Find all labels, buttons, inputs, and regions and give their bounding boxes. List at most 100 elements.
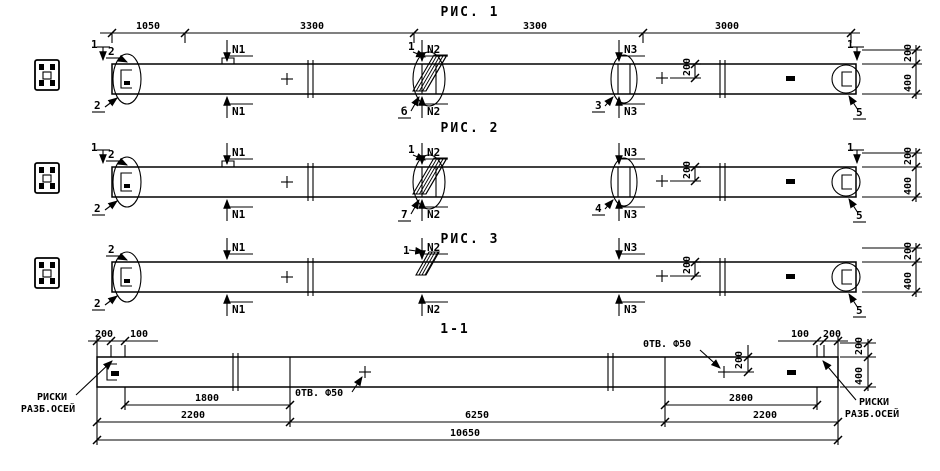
break-marks [307, 258, 726, 296]
cut-marker-left: 1 [91, 141, 110, 165]
dim-label: 200 [823, 329, 841, 340]
dim-label: 200 [682, 58, 693, 76]
cut-marker-left: 1 [91, 38, 110, 62]
detail-label-n3: 3 [592, 96, 614, 113]
hole-label-right: 0ТВ. Ф50 [643, 339, 721, 369]
marker-label: N2 [427, 303, 440, 316]
detail-label: 1 [403, 244, 410, 257]
right-edge-dimensions: 200 400 [862, 242, 922, 297]
section-marker-n3-bottom: N3 [615, 95, 645, 118]
dim-label: 200 [854, 337, 865, 355]
dim-label: 100 [791, 329, 809, 340]
marker-label: N3 [624, 303, 637, 316]
figure-title: РИС. 1 [441, 5, 500, 20]
detail-label-end: 5 [848, 95, 866, 120]
hole-dimension: 200 [655, 256, 701, 283]
figure-title: РИС. 3 [441, 232, 500, 247]
marker-label: N2 [427, 105, 440, 118]
hole-label: 0ТВ. Ф50 [295, 388, 343, 399]
detail-label: 5 [856, 209, 863, 222]
section-marker-n3-top: N3 [615, 238, 645, 261]
marker-label: N2 [427, 43, 440, 56]
marker-label: N3 [624, 241, 637, 254]
hole-depth-dimension: 200 [730, 345, 754, 377]
section-marker-n1-bottom: N1 [223, 293, 253, 316]
beam-outline [111, 166, 857, 198]
figure-2: РИС. 2 1 2 N1 N2 N3 [34, 121, 922, 223]
section-title: 1-1 [440, 322, 469, 337]
dim-label: 1050 [136, 21, 160, 32]
section-marker-n2-bottom: N2 [418, 95, 448, 118]
joint-detail-oval [610, 54, 638, 104]
beam-outline [111, 63, 857, 95]
figure-3: РИС. 3 2 N1 N2 N3 1 [34, 232, 922, 318]
detail-marker-2-bottom: 2 [92, 295, 118, 311]
section-marker-n3-top: N3 [615, 143, 645, 166]
detail-marker-1: 1 [408, 40, 427, 58]
section-marker-n2-bottom: N2 [418, 293, 448, 316]
detail-marker-1: 1 [408, 143, 427, 161]
embed-plate [111, 371, 119, 376]
axis-marks-label: РАЗБ.ОСЕЙ [21, 402, 75, 415]
marker-label: N1 [232, 303, 246, 316]
joint-detail-hatched [415, 251, 440, 276]
cut-label: 1 [91, 141, 98, 154]
detail-label: 2 [94, 297, 101, 310]
embed-plate [786, 274, 795, 279]
detail-label: 1 [408, 40, 415, 53]
dim-label: 6250 [465, 410, 489, 421]
section-marker-n1-top: N1 [223, 40, 253, 63]
detail-marker-2-top: 2 [106, 148, 128, 166]
notch [221, 160, 235, 167]
axis-cross [280, 72, 294, 86]
dim-label: 200 [682, 256, 693, 274]
joint-lines [232, 353, 666, 391]
embed-plate [787, 370, 796, 375]
marker-label: N2 [427, 208, 440, 221]
embed-plate [786, 179, 795, 184]
dim-label: 1800 [195, 393, 219, 404]
detail-marker-2-bottom: 2 [92, 97, 118, 113]
beam-outline [111, 261, 857, 293]
dim-label: 200 [903, 147, 914, 165]
notch [221, 57, 235, 64]
marker-label: N1 [232, 241, 246, 254]
bottom-dimensions: 1800 2800 2200 6250 2200 10650 [92, 387, 843, 445]
column-cross-section-icon [34, 59, 60, 91]
dim-label: 10650 [450, 428, 480, 439]
detail-label: 2 [94, 99, 101, 112]
figure-1: РИС. 1 1050 3300 3300 3000 1 2 [34, 5, 922, 120]
cut-label: 1 [91, 38, 98, 51]
detail-label-n3: 4 [592, 199, 614, 216]
axis-marks-label: РАЗБ.ОСЕЙ [845, 407, 899, 420]
cut-marker-right: 1 [847, 141, 864, 165]
right-edge-dimensions: 200 400 [862, 44, 922, 99]
marker-label: N1 [232, 208, 246, 221]
top-left-dimensions: 200 100 [88, 329, 158, 357]
dim-label: 200 [95, 329, 113, 340]
dim-label: 200 [734, 351, 745, 369]
marker-label: N3 [624, 43, 637, 56]
embed-plate [786, 76, 795, 81]
section-marker-n1-top: N1 [223, 143, 253, 166]
dim-label: 200 [682, 161, 693, 179]
detail-label-end: 5 [848, 198, 866, 223]
detail-label: б [401, 105, 408, 118]
detail-marker-2-bottom: 2 [92, 200, 118, 216]
dim-label: 200 [903, 242, 914, 260]
detail-label: 1 [408, 143, 415, 156]
hole-dimension: 200 [655, 161, 701, 188]
detail-label-mid: б [398, 96, 420, 119]
dim-label: 3300 [523, 21, 547, 32]
detail-label: 2 [108, 243, 115, 256]
cut-label: 1 [847, 141, 854, 154]
detail-label: 2 [108, 45, 115, 58]
top-right-dimensions: 100 200 [778, 329, 848, 357]
detail-label: 7 [401, 208, 408, 221]
detail-label: 5 [856, 304, 863, 317]
dim-label: 3000 [715, 21, 739, 32]
dim-label: 200 [903, 44, 914, 62]
section-marker-n2-top: N2 [418, 143, 448, 166]
hole-dimension: 200 [655, 58, 701, 85]
